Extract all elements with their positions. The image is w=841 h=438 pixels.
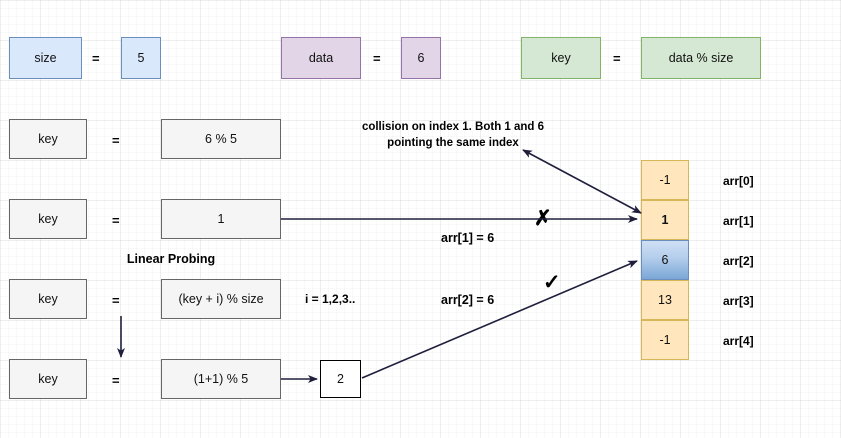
array-cell-0[interactable]: -1 — [641, 160, 689, 200]
step-1-right-box[interactable]: 6 % 5 — [161, 119, 281, 159]
step-3-equals-sign: = — [112, 293, 120, 308]
step-3-left-box[interactable]: key — [9, 279, 87, 319]
cross-mark-icon: ✗ — [534, 207, 552, 230]
data-equals-sign: = — [373, 51, 381, 66]
step-2-equals-sign: = — [112, 213, 120, 228]
data-value-text: 6 — [417, 50, 425, 65]
probe-result-box[interactable]: 2 — [320, 360, 361, 398]
key-equals-sign: = — [613, 51, 621, 66]
arr2-assignment-label: arr[2] = 6 — [441, 293, 495, 307]
array-cell-3-value: 13 — [658, 292, 672, 307]
linear-probing-heading: Linear Probing — [126, 252, 216, 266]
array-cell-4[interactable]: -1 — [641, 320, 689, 360]
arrow-collision-note — [522, 149, 642, 214]
collision-note-line-2: pointing the same index — [387, 136, 519, 149]
array-cell-4-value: -1 — [659, 332, 671, 347]
key-formula-text: data % size — [668, 50, 734, 65]
step-3-left-text: key — [38, 291, 58, 306]
array-index-label-4: arr[4] — [723, 334, 754, 348]
i-values-label: i = 1,2,3.. — [305, 292, 356, 306]
step-4-left-box[interactable]: key — [9, 359, 87, 399]
step-3-right-box[interactable]: (key + i) % size — [161, 279, 281, 319]
size-value-box[interactable]: 5 — [121, 37, 161, 79]
step-1-left-text: key — [38, 131, 58, 146]
collision-note-line-1: collision on index 1. Both 1 and 6 — [361, 121, 545, 133]
step-4-left-text: key — [38, 371, 58, 386]
step-2-left-text: key — [38, 211, 58, 226]
array-cell-3[interactable]: 13 — [641, 280, 689, 320]
data-label-text: data — [308, 50, 334, 65]
size-value-text: 5 — [137, 50, 145, 65]
step-1-left-box[interactable]: key — [9, 119, 87, 159]
array-cell-2-value: 6 — [661, 252, 669, 267]
arrow-probe-result-to-arr2 — [361, 260, 638, 379]
size-label-text: size — [34, 50, 57, 65]
probe-result-text: 2 — [337, 371, 344, 386]
step-3-right-text: (key + i) % size — [178, 291, 264, 306]
array-index-label-3: arr[3] — [723, 294, 754, 308]
size-equals-sign: = — [92, 51, 100, 66]
array-index-label-1: arr[1] — [723, 214, 754, 228]
data-value-box[interactable]: 6 — [401, 37, 441, 79]
key-label-text: key — [551, 50, 571, 65]
array-cell-1-value: 1 — [661, 212, 669, 227]
array-cell-2[interactable]: 6 — [641, 240, 689, 280]
array-cell-1[interactable]: 1 — [641, 200, 689, 240]
data-label-box[interactable]: data — [281, 37, 361, 79]
step-2-right-box[interactable]: 1 — [161, 199, 281, 239]
step-2-left-box[interactable]: key — [9, 199, 87, 239]
step-4-right-box[interactable]: (1+1) % 5 — [161, 359, 281, 399]
step-2-right-text: 1 — [217, 211, 225, 226]
step-4-right-text: (1+1) % 5 — [193, 371, 249, 386]
check-mark-icon: ✓ — [543, 271, 561, 294]
key-label-box[interactable]: key — [521, 37, 601, 79]
step-1-right-text: 6 % 5 — [205, 131, 237, 146]
arr1-assignment-label: arr[1] = 6 — [441, 231, 495, 245]
step-1-equals-sign: = — [112, 133, 120, 148]
key-formula-box[interactable]: data % size — [641, 37, 761, 79]
size-label-box[interactable]: size — [9, 37, 82, 79]
step-4-equals-sign: = — [112, 373, 120, 388]
array-index-label-2: arr[2] — [723, 254, 754, 268]
array-cell-0-value: -1 — [659, 172, 671, 187]
array-index-label-0: arr[0] — [723, 174, 754, 188]
collision-note: collision on index 1. Both 1 and 6 point… — [343, 120, 563, 151]
